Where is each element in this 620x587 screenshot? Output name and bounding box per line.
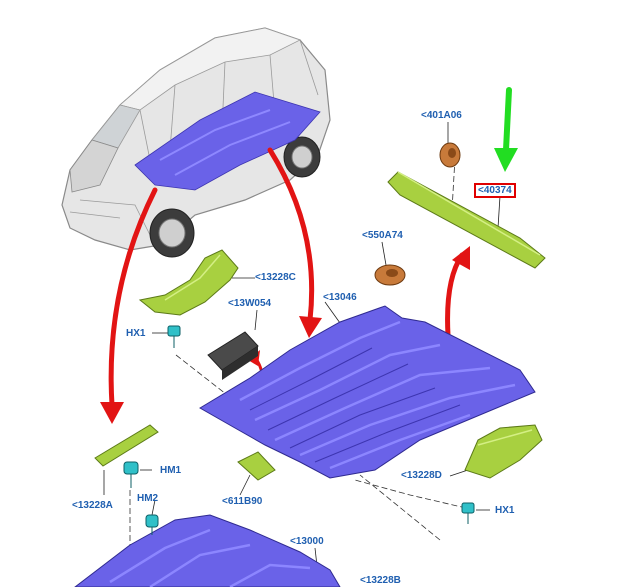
label-13228D[interactable]: <13228D: [401, 470, 442, 481]
fastener-hx1-left: [167, 325, 181, 348]
fastener-hm2: [145, 514, 159, 535]
trim-part-40374: [387, 171, 546, 269]
vehicle-body: [61, 27, 331, 258]
block-13W054: [207, 331, 259, 380]
trim-part-13228C: [138, 249, 239, 316]
label-611B90[interactable]: <611B90: [222, 496, 263, 507]
gasket-401A06: [439, 142, 461, 168]
fastener-hm1: [123, 461, 139, 488]
trim-part-13228D: [464, 424, 543, 479]
fastener-hx1-right: [461, 502, 475, 524]
trim-part-13228A: [94, 424, 159, 467]
label-13228C[interactable]: <13228C: [255, 272, 296, 283]
label-13W054[interactable]: <13W054: [228, 298, 272, 309]
label-HX1-left[interactable]: HX1: [126, 328, 146, 339]
label-40374[interactable]: <40374: [474, 183, 516, 198]
label-401A06[interactable]: <401A06: [421, 110, 462, 121]
fasteners: [123, 325, 475, 535]
label-HM2[interactable]: HM2: [137, 493, 159, 504]
label-13228A[interactable]: <13228A: [72, 500, 113, 511]
label-550A74[interactable]: <550A74: [362, 230, 403, 241]
label-13228B[interactable]: <13228B: [360, 575, 401, 586]
floor-pan-13000: [74, 514, 341, 587]
green-pointer-arrow: [494, 87, 518, 172]
label-HX1-right[interactable]: HX1: [495, 505, 515, 516]
trim-part-611B90: [237, 451, 276, 481]
gasket-550A74: [374, 264, 406, 286]
label-13046[interactable]: <13046: [323, 292, 357, 303]
label-13000[interactable]: <13000: [290, 536, 324, 547]
floor-panel-13046: [199, 305, 536, 479]
label-HM1[interactable]: HM1: [160, 465, 182, 476]
